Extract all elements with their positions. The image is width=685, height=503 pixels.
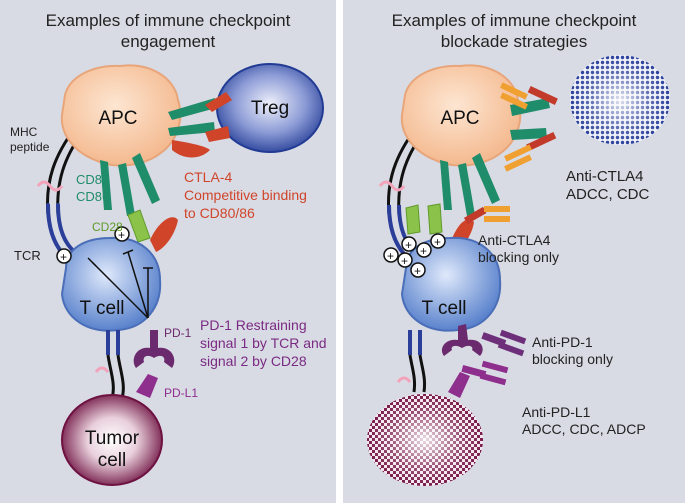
anti-pdl1-label-1: Anti-PD-L1 bbox=[522, 404, 591, 420]
left-peptide-2 bbox=[94, 366, 110, 373]
left-ctla4-tcell bbox=[150, 217, 178, 252]
right-apc-label: APC bbox=[440, 108, 480, 129]
svg-text:+: + bbox=[401, 254, 408, 268]
peptide-label: peptide bbox=[10, 140, 50, 154]
anti-pd1-label-1: Anti-PD-1 bbox=[532, 334, 593, 350]
anti-ctla4-adcc-label-2: ADCC, CDC bbox=[566, 186, 650, 203]
right-pd1 bbox=[441, 324, 483, 356]
left-cd28 bbox=[127, 209, 151, 243]
tcr-label: TCR bbox=[14, 248, 41, 263]
tumor-label-2: cell bbox=[97, 450, 127, 471]
ctla4-desc-1: Competitive binding bbox=[184, 187, 307, 203]
svg-text:+: + bbox=[434, 235, 441, 249]
ctla4-label: CTLA-4 bbox=[184, 169, 233, 185]
cd80-label: CD80 bbox=[76, 172, 110, 187]
left-title: Examples of immune checkpoint engagement bbox=[0, 10, 336, 52]
svg-text:+: + bbox=[387, 249, 394, 263]
left-pd1 bbox=[133, 330, 175, 368]
anti-pd1-label-2: blocking only bbox=[532, 351, 613, 367]
right-tcell-label: T cell bbox=[421, 298, 467, 319]
mhc-label: MHC bbox=[10, 125, 38, 139]
right-plus-signs: + + + + + + bbox=[383, 233, 446, 278]
anti-ctla4-block-label-2: blocking only bbox=[478, 249, 559, 265]
anti-ctla4-block-label-1: Anti-CTLA4 bbox=[478, 232, 551, 248]
anti-ctla4-adcc-antibody-2 bbox=[504, 131, 557, 172]
left-tcell bbox=[60, 236, 162, 332]
anti-ctla4-adcc-label-1: Anti-CTLA4 bbox=[566, 168, 644, 185]
cd86-label: CD86 bbox=[76, 189, 110, 204]
left-apc-label: APC bbox=[98, 108, 138, 129]
pd1-desc-3: signal 2 by CD28 bbox=[200, 353, 307, 369]
right-peptide-2 bbox=[396, 376, 412, 383]
svg-text:+: + bbox=[118, 228, 125, 242]
left-title-line2: engagement bbox=[120, 32, 216, 51]
svg-text:+: + bbox=[60, 250, 67, 264]
svg-text:+: + bbox=[414, 264, 421, 278]
right-title-line2: blockade strategies bbox=[440, 32, 588, 51]
svg-text:+: + bbox=[405, 238, 412, 252]
anti-pd1-antibody bbox=[481, 329, 527, 357]
right-apc-cell bbox=[400, 64, 522, 167]
left-plus-1 bbox=[56, 248, 72, 264]
right-cd80-cd86 bbox=[440, 98, 550, 216]
anti-pdl1-antibody bbox=[461, 360, 509, 386]
left-plus-2 bbox=[114, 226, 130, 242]
svg-text:+: + bbox=[420, 244, 427, 258]
left-ctla4-treg bbox=[172, 92, 232, 158]
right-pdl1 bbox=[448, 372, 470, 398]
tumor-label-1: Tumor bbox=[84, 428, 140, 449]
left-tcell-label: T cell bbox=[79, 298, 125, 319]
ctla4-desc-2: to CD80/86 bbox=[184, 205, 255, 221]
anti-ctla4-blocking-antibody bbox=[463, 206, 510, 224]
left-lower-stems bbox=[106, 330, 125, 399]
right-cd28 bbox=[405, 203, 443, 235]
left-peptide bbox=[36, 180, 64, 192]
cd28-label: CD28 bbox=[92, 220, 123, 234]
tumor-cell bbox=[61, 394, 163, 486]
right-lower-stems bbox=[408, 330, 426, 393]
anti-pdl1-label-2: ADCC, CDC, ADCP bbox=[522, 421, 646, 437]
left-title-line1: Examples of immune checkpoint bbox=[45, 11, 291, 30]
left-cd80-cd86 bbox=[100, 98, 216, 216]
pd1-desc-2: signal 1 by TCR and bbox=[200, 335, 327, 351]
anti-ctla4-adcc-antibody-1 bbox=[500, 82, 558, 110]
left-inhibition-lines bbox=[87, 249, 153, 319]
left-pdl1 bbox=[136, 374, 158, 398]
right-title: Examples of immune checkpoint blockade s… bbox=[343, 10, 685, 52]
pdl1-label: PD-L1 bbox=[164, 386, 199, 400]
treg-label: Treg bbox=[250, 98, 290, 119]
right-peptide bbox=[378, 180, 406, 192]
pd1-label: PD-1 bbox=[164, 326, 192, 340]
right-title-line1: Examples of immune checkpoint bbox=[391, 11, 637, 30]
pd1-desc-1: PD-1 Restraining bbox=[200, 317, 307, 333]
